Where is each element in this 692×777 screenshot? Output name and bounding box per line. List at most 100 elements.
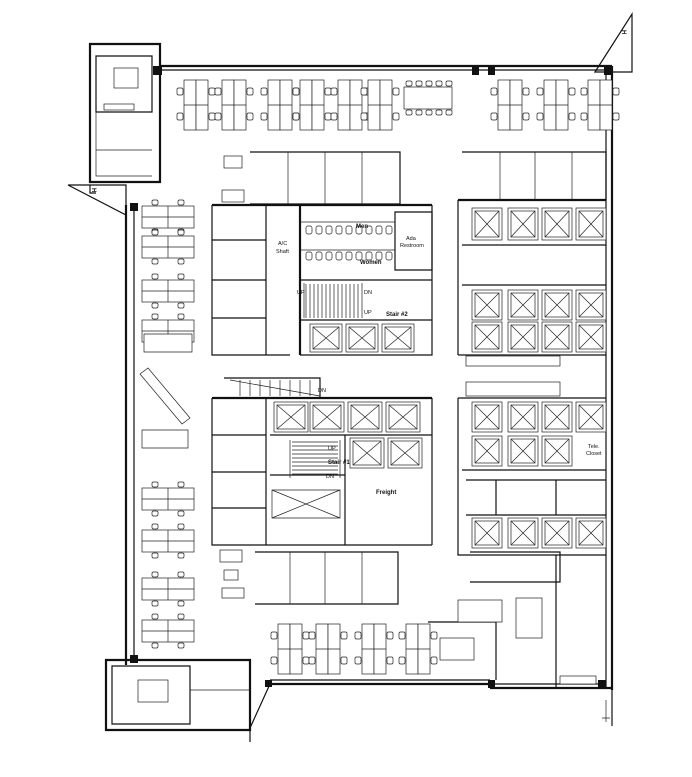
private-offices-south (255, 551, 561, 688)
building-perimeter (67, 11, 633, 742)
chair (568, 112, 576, 121)
chair (177, 600, 185, 607)
workstation-pod (536, 79, 576, 131)
chair (340, 631, 348, 640)
chair (522, 112, 530, 121)
toilet (365, 225, 373, 235)
chair (151, 613, 159, 620)
elevator-car (273, 401, 309, 433)
workstation-pod (330, 79, 370, 131)
chair (151, 481, 159, 488)
workstation-pod (260, 79, 300, 131)
elevator-car (349, 437, 385, 469)
north-arrow-label: H (620, 30, 626, 34)
chair (354, 656, 362, 665)
stair-1-up-label: UP (328, 446, 336, 452)
elevator-car (387, 437, 423, 469)
ac-shaft-label: A/C (278, 241, 287, 247)
chair (151, 523, 159, 530)
chair (208, 112, 216, 121)
room-labels: H H Men Women Ada Restroom A/C Shaft Sta… (90, 30, 626, 496)
stair-2-up-label-2: UP (364, 310, 372, 316)
workstation-cluster (141, 571, 195, 607)
chair (324, 87, 332, 96)
elevator-car (471, 289, 503, 321)
chair (270, 656, 278, 665)
stair-2-up-label: UP (297, 290, 305, 296)
chair (490, 87, 498, 96)
chair (398, 631, 406, 640)
workstation-pod (354, 623, 394, 675)
workstation-pod (214, 79, 254, 131)
stair-1-dn-label: DN (326, 474, 334, 480)
chair (568, 87, 576, 96)
chair (415, 80, 423, 87)
conference-room-north (403, 80, 453, 116)
chair (354, 631, 362, 640)
elevator-car (575, 401, 607, 433)
toilet (325, 225, 333, 235)
chair (177, 229, 185, 236)
toilet (375, 251, 383, 261)
chair (177, 302, 185, 309)
chair (360, 112, 368, 121)
chair (405, 109, 413, 116)
toilet (355, 251, 363, 261)
toilet (385, 251, 393, 261)
chair (308, 631, 316, 640)
elevator-car (507, 401, 539, 433)
toilet (375, 225, 383, 235)
chair (425, 80, 433, 87)
chair (151, 258, 159, 265)
elevator-car (309, 323, 343, 353)
chair (151, 571, 159, 578)
elevator-car (471, 207, 503, 241)
chair (151, 199, 159, 206)
chair (580, 112, 588, 121)
elevator-car (575, 321, 607, 353)
toilet (385, 225, 393, 235)
chair (214, 87, 222, 96)
workstation-pod (580, 79, 620, 131)
chair (386, 656, 394, 665)
elevator-car (471, 401, 503, 433)
chair (425, 109, 433, 116)
entry-label: H (90, 188, 96, 192)
workstation-cluster (141, 199, 195, 235)
chair (522, 87, 530, 96)
elevator-car (507, 435, 539, 467)
elevator-car (347, 401, 383, 433)
toilet (305, 225, 313, 235)
conference-room-nw (103, 67, 139, 111)
conference-room-sw (137, 679, 169, 703)
chair (260, 87, 268, 96)
elevator-car (541, 321, 573, 353)
workstation-pod (270, 623, 310, 675)
women-restroom-label: Women (360, 260, 382, 266)
toilet (335, 225, 343, 235)
elevator-car (541, 435, 573, 467)
toilet (315, 251, 323, 261)
chair (324, 112, 332, 121)
workstation-cluster (141, 613, 195, 649)
chair (151, 510, 159, 517)
workstation-cluster (141, 481, 195, 517)
chair (536, 112, 544, 121)
toilet (335, 251, 343, 261)
elevator-car (541, 401, 573, 433)
elevator-car (385, 401, 421, 433)
elevator-car (471, 435, 503, 467)
chair (176, 87, 184, 96)
chair (308, 656, 316, 665)
chair (151, 552, 159, 559)
chair (392, 87, 400, 96)
ada-label: Ada (406, 236, 417, 242)
chair (177, 273, 185, 280)
workstation-cluster (141, 229, 195, 265)
chair (430, 656, 438, 665)
chair (246, 87, 254, 96)
toilet (345, 251, 353, 261)
elevator-car (309, 401, 345, 433)
